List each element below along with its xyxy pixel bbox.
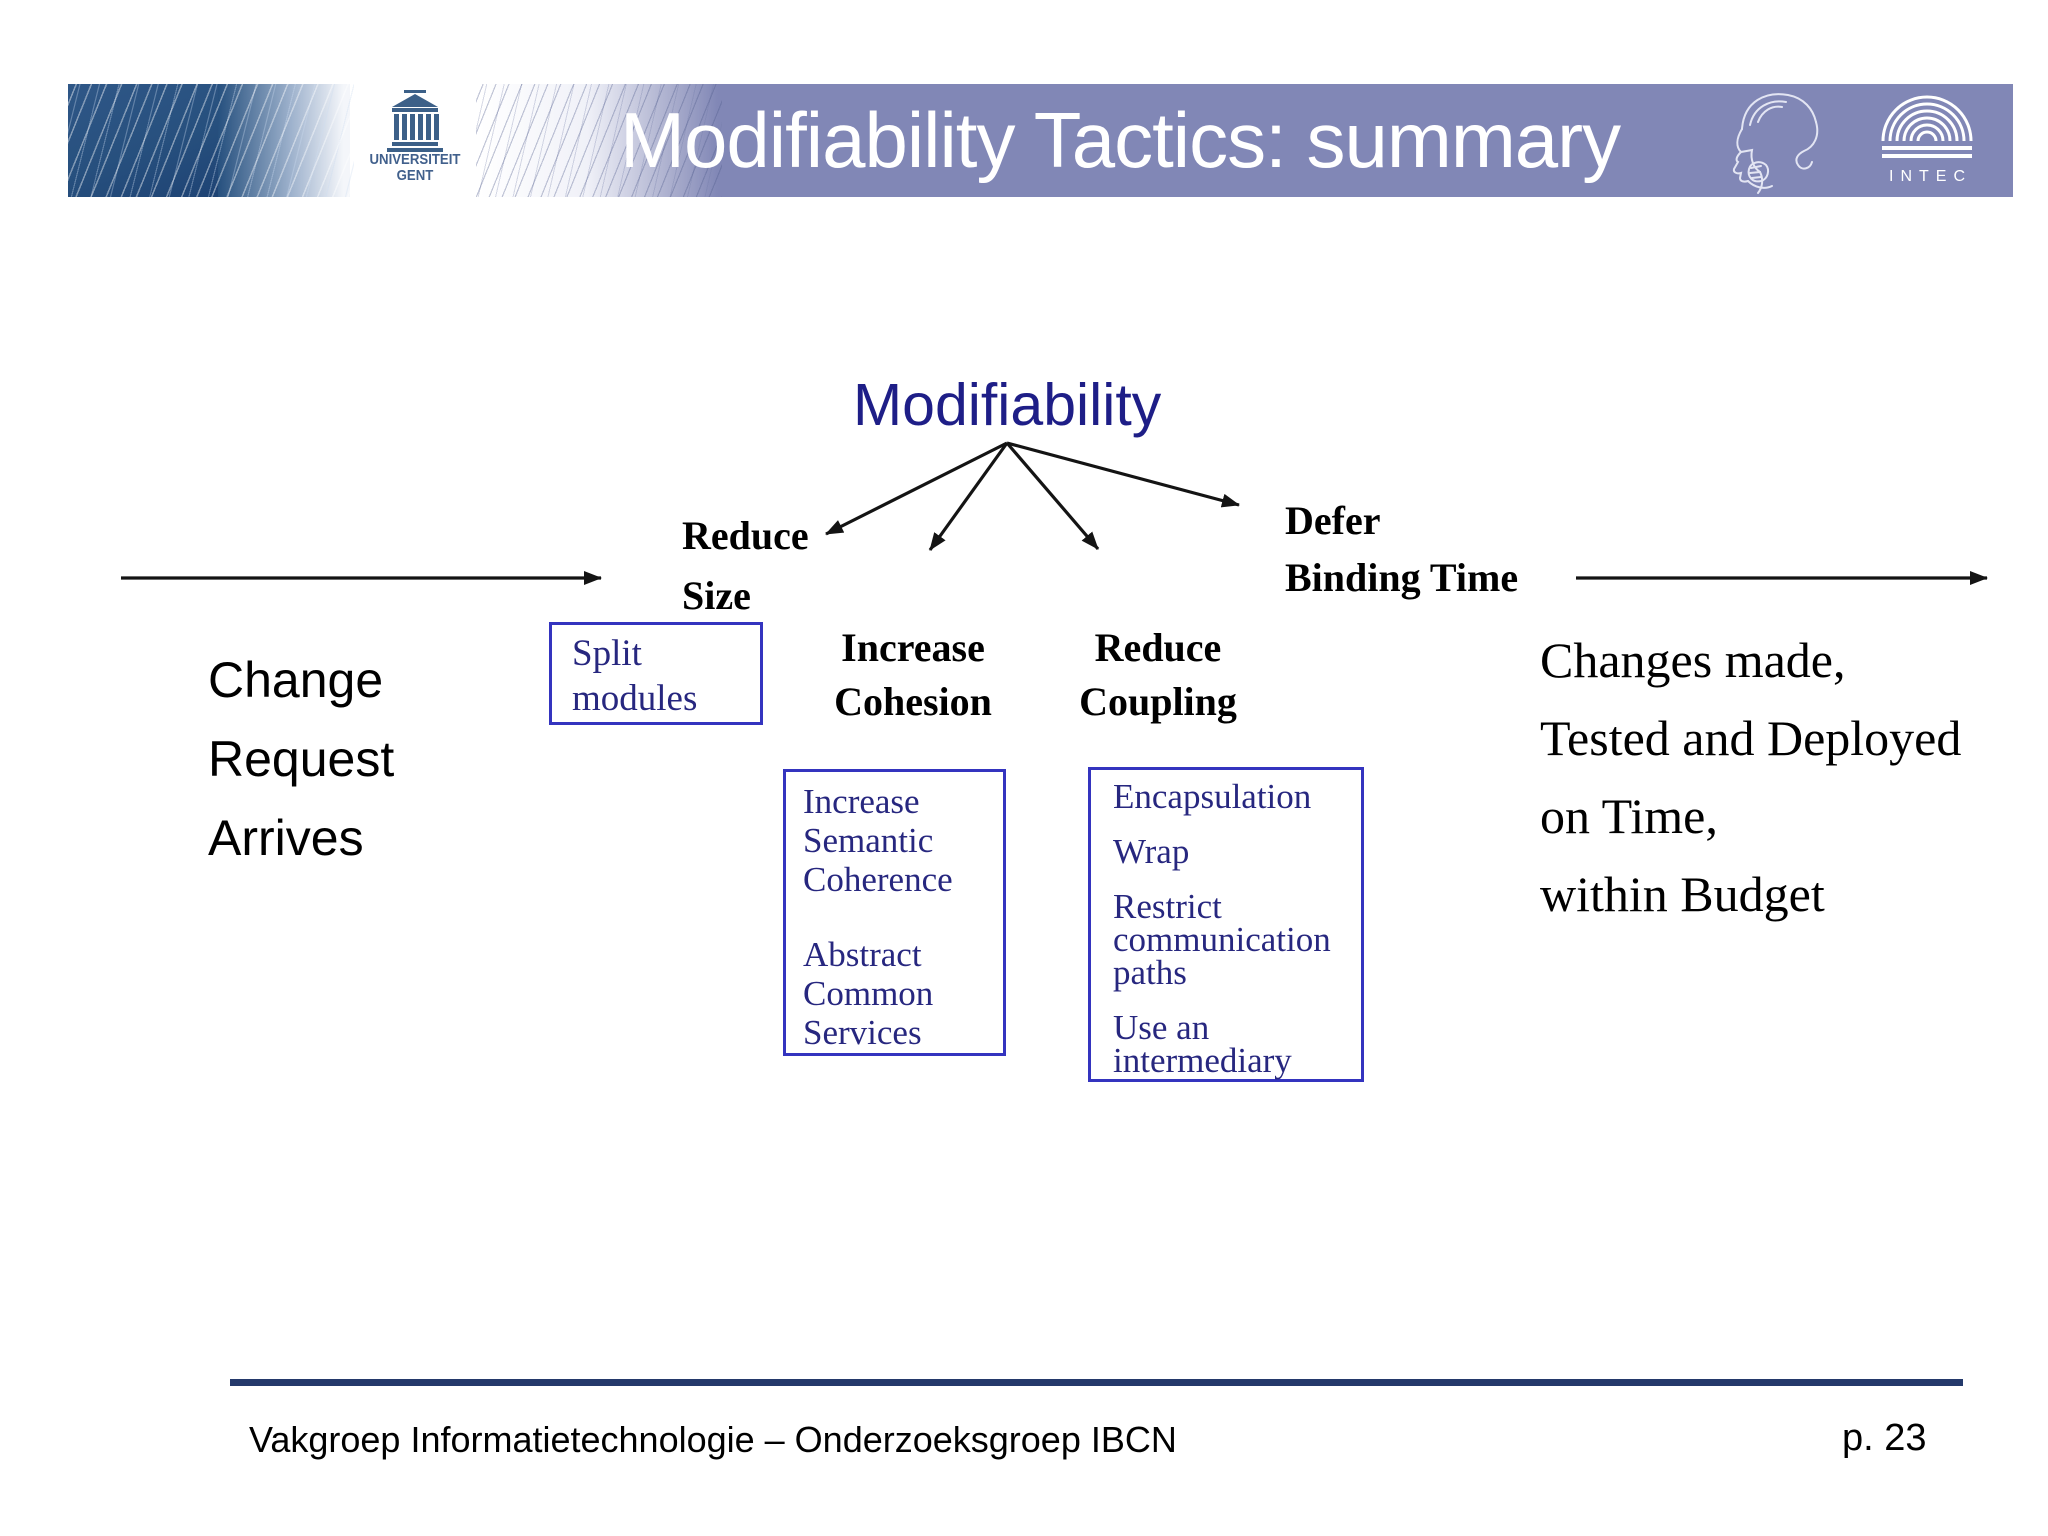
header-hatch-panel — [480, 84, 718, 197]
header-dark-panel — [68, 84, 218, 197]
athena-line-art-icon — [1732, 93, 1819, 194]
cohesion-item1-line2: Semantic — [803, 821, 934, 860]
page-number: p. 23 — [1842, 1417, 1927, 1459]
changes-made-line3: on Time, — [1540, 788, 1718, 844]
arrow-root-to-defer-binding — [1006, 441, 1240, 508]
cohesion-tactic-item: Increase Semantic Coherence — [803, 782, 1003, 899]
branch-reduce-size-line2: Size — [682, 573, 751, 618]
coupling-item1-line1: Encapsulation — [1113, 777, 1312, 816]
slide-title: Modifiability Tactics: summary — [620, 96, 1621, 184]
coupling-tactic-item: Wrap — [1113, 832, 1361, 871]
change-request-line1: Change — [208, 652, 384, 708]
branch-increase-cohesion: Increase Cohesion — [793, 621, 1033, 729]
coupling-item3-line2: communication — [1113, 920, 1331, 959]
cohesion-item2-line1: Abstract — [803, 935, 922, 974]
coupling-tactic-item: Use an intermediary — [1113, 1008, 1361, 1080]
ugent-logo: UNIVERSITEIT GENT — [350, 90, 480, 194]
branch-defer-line1: Defer — [1285, 498, 1381, 543]
intec-arcs-icon — [1881, 95, 1973, 158]
arrow-root-to-reduce-size — [825, 441, 1008, 536]
split-modules-line2: modules — [572, 678, 698, 719]
diagram-root-modifiability: Modifiability — [853, 372, 1162, 438]
intec-logo-label: INTEC — [1889, 168, 1972, 185]
changes-made-line1: Changes made, — [1540, 632, 1846, 688]
coupling-item4-line2: intermediary — [1113, 1041, 1292, 1080]
arrow-root-to-increase-cohesion — [928, 442, 1009, 551]
branch-defer-binding-time: Defer Binding Time — [1285, 492, 1518, 606]
change-request-line2: Request — [208, 731, 395, 787]
branch-reduce-coupling-line2: Coupling — [1079, 679, 1237, 724]
coupling-tactic-item: Encapsulation — [1113, 777, 1361, 816]
change-request-line3: Arrives — [208, 810, 364, 866]
branch-increase-cohesion-line1: Increase — [841, 625, 985, 670]
branch-reduce-size-line1: Reduce — [682, 513, 809, 558]
changes-made-line2: Tested and Deployed — [1540, 710, 1962, 766]
cohesion-tactic-item: Abstract Common Services — [803, 935, 1003, 1052]
header-fade-panel — [218, 84, 350, 197]
branch-defer-line2: Binding Time — [1285, 555, 1519, 600]
intec-logo: INTEC — [1874, 93, 1980, 186]
header-band: UNIVERSITEIT GENT Modifiability Tactics:… — [68, 84, 2013, 197]
split-modules-line1: Split — [572, 633, 642, 674]
footer-text: Vakgroep Informatietechnologie – Onderzo… — [249, 1419, 1177, 1460]
coupling-tactics-box: Encapsulation Wrap Restrict communicatio… — [1088, 767, 1364, 1082]
split-modules-box: Split modules — [549, 622, 763, 725]
arrow-root-to-reduce-coupling — [1005, 441, 1100, 551]
branch-increase-cohesion-line2: Cohesion — [834, 679, 992, 724]
branch-reduce-coupling-line1: Reduce — [1094, 625, 1222, 670]
branch-reduce-size: Reduce Size — [682, 506, 809, 626]
coupling-item3-line1: Restrict — [1113, 887, 1222, 926]
cohesion-item2-line2: Common — [803, 974, 934, 1013]
coupling-item2-line1: Wrap — [1113, 832, 1190, 871]
changes-made-line4: within Budget — [1540, 866, 1825, 922]
cohesion-tactics-box: Increase Semantic Coherence Abstract Com… — [783, 769, 1006, 1056]
coupling-item4-line1: Use an — [1113, 1008, 1210, 1047]
footer-divider — [230, 1379, 1963, 1386]
coupling-tactic-item: Restrict communication paths — [1113, 887, 1361, 992]
branch-reduce-coupling: Reduce Coupling — [1038, 621, 1278, 729]
change-request-label: Change Request Arrives — [208, 641, 394, 878]
cohesion-item1-line3: Coherence — [803, 860, 953, 899]
cohesion-item2-line3: Services — [803, 1013, 922, 1052]
ugent-building-icon — [387, 90, 443, 152]
ugent-logo-line1: UNIVERSITEIT — [369, 151, 461, 168]
ugent-logo-line2: GENT — [396, 167, 434, 184]
coupling-item3-line3: paths — [1113, 953, 1187, 992]
changes-made-label: Changes made, Tested and Deployed on Tim… — [1540, 621, 1961, 933]
cohesion-item1-line1: Increase — [803, 782, 920, 821]
